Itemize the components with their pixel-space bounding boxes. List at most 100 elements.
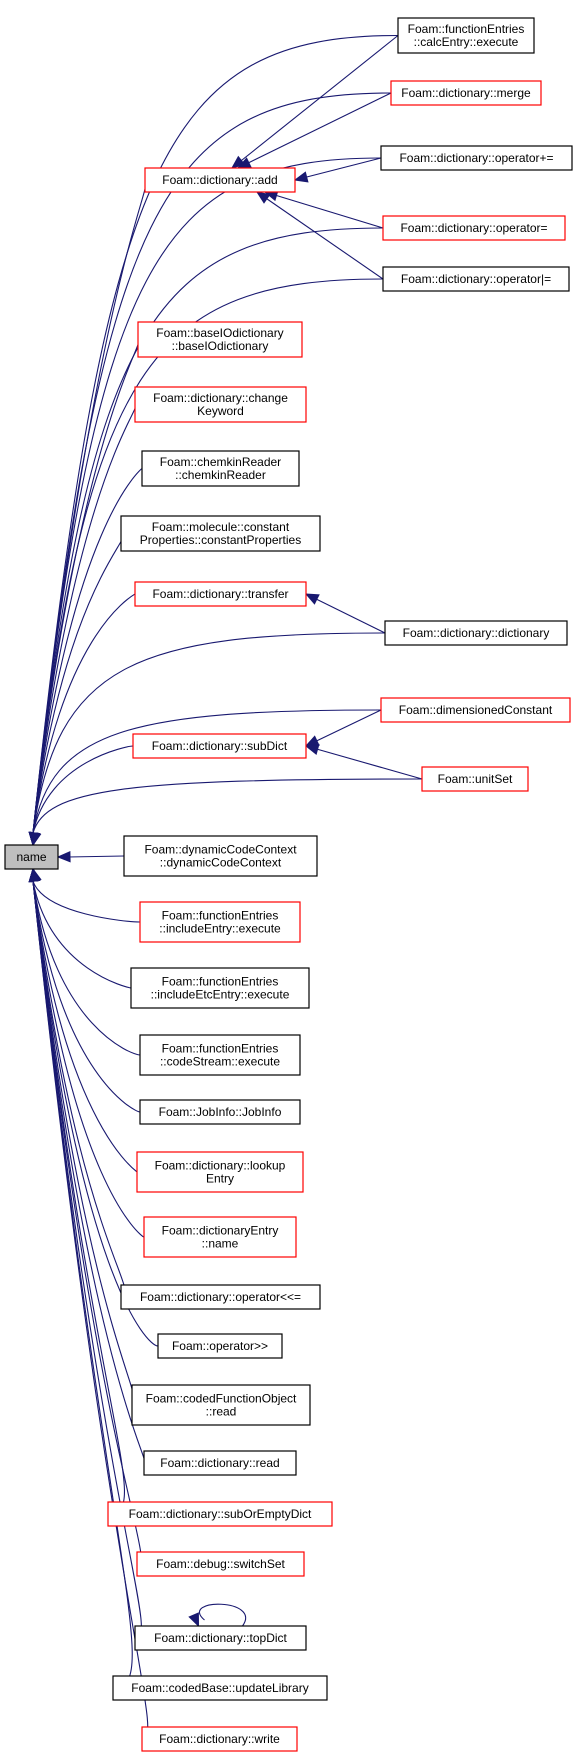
- node-label-line: ::baseIOdictionary: [172, 339, 269, 353]
- node-label-line: Foam::codedBase::updateLibrary: [131, 1681, 308, 1695]
- node-label-line: Foam::dictionary::operator<<=: [140, 1290, 301, 1304]
- node-box: [134, 386, 307, 423]
- node-box: [130, 967, 310, 1009]
- node-label-line: Foam::JobInfo::JobInfo: [159, 1105, 282, 1119]
- edge-unitSet-to-dictionary_subDict: [305, 745, 423, 780]
- node-box: [382, 266, 570, 292]
- node-dictionary-read[interactable]: Foam::dictionary::read: [143, 1450, 297, 1476]
- node-label-line: Foam::dictionary::dictionary: [403, 626, 550, 640]
- nodes-layer: nameFoam::functionEntries::calcEntry::ex…: [4, 17, 573, 1752]
- node-box: [131, 1384, 311, 1426]
- edge-unitSet-to-dictionary_subDict-arrowhead: [304, 743, 320, 755]
- node-box: [107, 1501, 333, 1527]
- node-box: [139, 1099, 301, 1125]
- node-calcEntry-execute[interactable]: Foam::functionEntries::calcEntry::execut…: [397, 17, 535, 54]
- node-constantProperties[interactable]: Foam::molecule::constantProperties::cons…: [120, 515, 321, 552]
- node-updateLibrary[interactable]: Foam::codedBase::updateLibrary: [112, 1675, 328, 1701]
- node-box: [380, 697, 571, 723]
- node-box: [134, 1625, 307, 1651]
- node-box: [144, 167, 296, 193]
- edge-includeEtcEntry_execute-to-name: [32, 880, 132, 989]
- edge-dimensionedConstant-to-name: [32, 709, 382, 834]
- edge-lookupEntry-to-name: [32, 880, 138, 1173]
- node-label-line: ::includeEntry::execute: [159, 922, 281, 936]
- edge-chemkinReader-to-name: [32, 467, 143, 834]
- node-box: [112, 1675, 328, 1701]
- node-label-line: Foam::operator>>: [172, 1339, 268, 1353]
- node-subOrEmptyDict[interactable]: Foam::dictionary::subOrEmptyDict: [107, 1501, 333, 1527]
- node-dictionary-write[interactable]: Foam::dictionary::write: [141, 1726, 298, 1752]
- node-switchSet[interactable]: Foam::debug::switchSet: [136, 1551, 305, 1577]
- node-box: [390, 80, 542, 106]
- node-dynamicCodeContext[interactable]: Foam::dynamicCodeContext::dynamicCodeCon…: [123, 835, 318, 877]
- node-box: [137, 321, 303, 358]
- node-chemkinReader[interactable]: Foam::chemkinReader::chemkinReader: [141, 450, 300, 487]
- node-dictionary-add[interactable]: Foam::dictionary::add: [144, 167, 296, 193]
- node-label-line: Foam::debug::switchSet: [156, 1557, 285, 1571]
- edge-topDict-to-topDict: [198, 1603, 246, 1627]
- node-includeEntry-execute[interactable]: Foam::functionEntries::includeEntry::exe…: [139, 901, 301, 943]
- node-dictionary-transfer[interactable]: Foam::dictionary::transfer: [134, 581, 307, 607]
- node-dictionary-op-lshifteq[interactable]: Foam::dictionary::operator<<=: [120, 1284, 321, 1310]
- node-baseIOdictionary[interactable]: Foam::baseIOdictionary::baseIOdictionary: [137, 321, 303, 358]
- node-box: [4, 844, 59, 870]
- node-box: [123, 835, 318, 877]
- node-label-line: Foam::dictionary::lookup: [155, 1159, 286, 1173]
- node-box: [120, 515, 321, 552]
- node-box: [397, 17, 535, 54]
- node-dictionary-op-eq[interactable]: Foam::dictionary::operator=: [382, 215, 566, 241]
- node-label-line: Foam::dictionary::transfer: [152, 587, 288, 601]
- node-label-line: name: [16, 850, 46, 864]
- node-includeEtcEntry-execute[interactable]: Foam::functionEntries::includeEtcEntry::…: [130, 967, 310, 1009]
- node-label-line: ::calcEntry::execute: [414, 35, 519, 49]
- node-dictionary-op-oreq[interactable]: Foam::dictionary::operator|=: [382, 266, 570, 292]
- node-unitSet[interactable]: Foam::unitSet: [421, 766, 529, 792]
- node-dictionary-merge[interactable]: Foam::dictionary::merge: [390, 80, 542, 106]
- edge-dynamicCodeContext-to-name: [67, 855, 125, 858]
- edge-dictionaryEntry_name-to-name: [32, 880, 145, 1238]
- node-box: [139, 1034, 301, 1076]
- edge-dictionary_op_eq-to-dictionary_add: [264, 191, 384, 229]
- node-label-line: Foam::dictionary::operator+=: [399, 151, 553, 165]
- edge-JobInfo-to-name: [32, 880, 141, 1113]
- node-codedFunctionObject-read[interactable]: Foam::codedFunctionObject::read: [131, 1384, 311, 1426]
- node-box: [139, 901, 301, 943]
- node-dimensionedConstant[interactable]: Foam::dimensionedConstant: [380, 697, 571, 723]
- node-label-line: Foam::dictionary::subDict: [152, 739, 288, 753]
- edge-dictionary_merge-to-name: [32, 92, 392, 834]
- node-label-line: Foam::dictionary::change: [153, 391, 288, 405]
- node-label-line: Foam::dictionary::write: [159, 1732, 280, 1746]
- edge-constantProperties-to-name: [32, 532, 125, 834]
- edge-calcEntry_execute-to-dictionary_add: [231, 35, 399, 169]
- node-topDict[interactable]: Foam::dictionary::topDict: [134, 1625, 307, 1651]
- node-dictionaryEntry-name[interactable]: Foam::dictionaryEntry::name: [143, 1216, 297, 1258]
- node-label-line: Foam::unitSet: [438, 772, 513, 786]
- node-label-line: ::chemkinReader: [175, 468, 266, 482]
- edge-dictionary_op_oreq-to-name: [32, 278, 384, 834]
- node-operator-rshift[interactable]: Foam::operator>>: [157, 1333, 283, 1359]
- node-label-line: Foam::dictionary::add: [162, 173, 277, 187]
- node-dictionary-subDict[interactable]: Foam::dictionary::subDict: [132, 733, 307, 759]
- node-label-line: Foam::dictionary::operator|=: [401, 272, 551, 286]
- node-label-line: Foam::functionEntries: [162, 1042, 279, 1056]
- node-label-line: Foam::functionEntries: [162, 909, 279, 923]
- edge-dictionary_op_oreq-to-dictionary_add: [256, 191, 384, 280]
- node-label-line: Foam::functionEntries: [408, 22, 525, 36]
- node-codeStream-execute[interactable]: Foam::functionEntries::codeStream::execu…: [139, 1034, 301, 1076]
- edge-dictionary_subDict-to-name: [32, 745, 134, 834]
- node-label-line: ::includeEtcEntry::execute: [151, 988, 290, 1002]
- node-dictionary-dictionary[interactable]: Foam::dictionary::dictionary: [384, 620, 568, 646]
- node-label-line: Foam::molecule::constant: [152, 520, 290, 534]
- node-name[interactable]: name: [4, 844, 59, 870]
- node-label-line: ::name: [202, 1237, 239, 1251]
- node-box: [384, 620, 568, 646]
- node-dictionary-op-pluseq[interactable]: Foam::dictionary::operator+=: [380, 145, 573, 171]
- node-box: [120, 1284, 321, 1310]
- node-JobInfo[interactable]: Foam::JobInfo::JobInfo: [139, 1099, 301, 1125]
- node-label-line: Foam::dynamicCodeContext: [144, 843, 297, 857]
- node-label-line: Foam::dictionaryEntry: [162, 1224, 279, 1238]
- node-label-line: Properties::constantProperties: [140, 533, 301, 547]
- edge-unitSet-to-name: [32, 778, 423, 834]
